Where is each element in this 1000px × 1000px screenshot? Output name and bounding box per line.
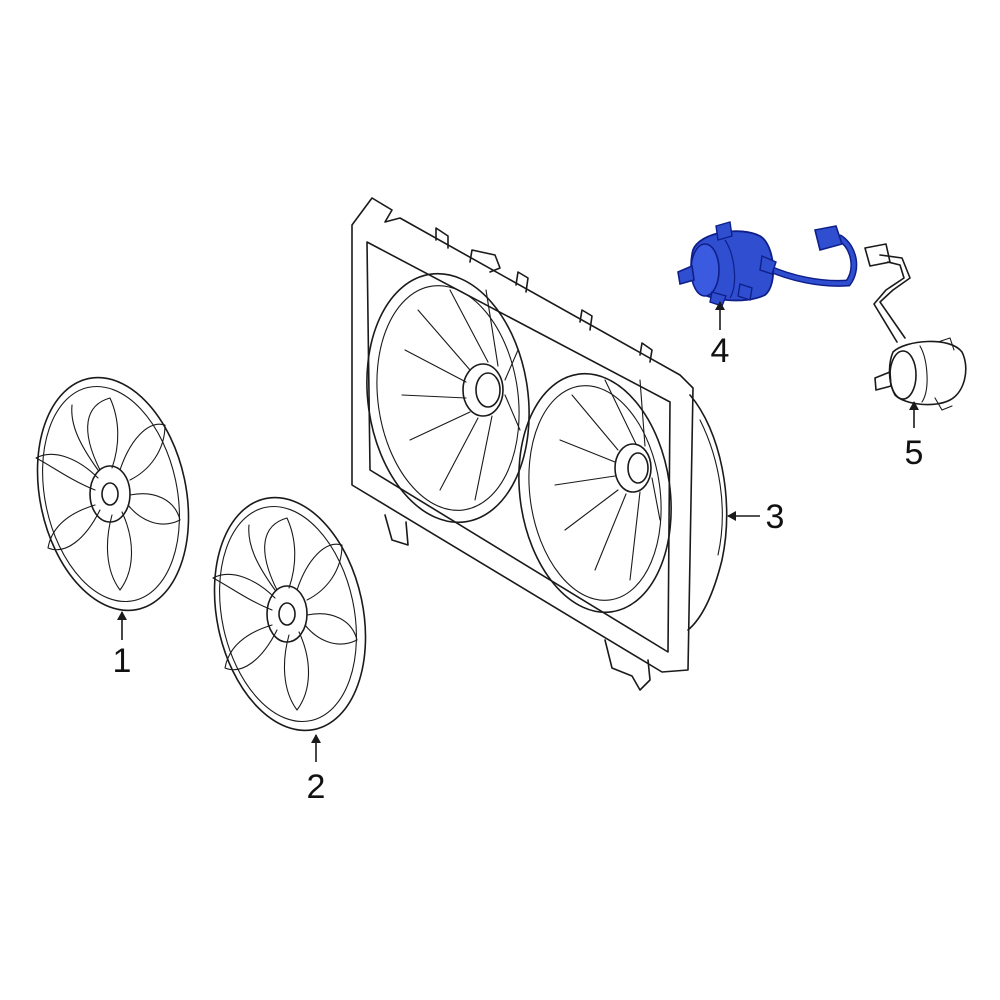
callout-4[interactable]: 4 [711,332,730,370]
callout-2[interactable]: 2 [307,768,326,806]
callout-5[interactable]: 5 [905,434,924,472]
callout-1[interactable]: 1 [113,642,132,680]
fan-motor-5[interactable] [864,243,967,411]
cooling-fan-2[interactable] [194,483,386,744]
callout-3[interactable]: 3 [766,498,785,536]
fan-shroud[interactable] [351,197,728,691]
callout-arrows [117,301,919,762]
cooling-fan-1[interactable] [17,363,209,624]
fan-motor-4-highlighted[interactable] [677,221,858,307]
